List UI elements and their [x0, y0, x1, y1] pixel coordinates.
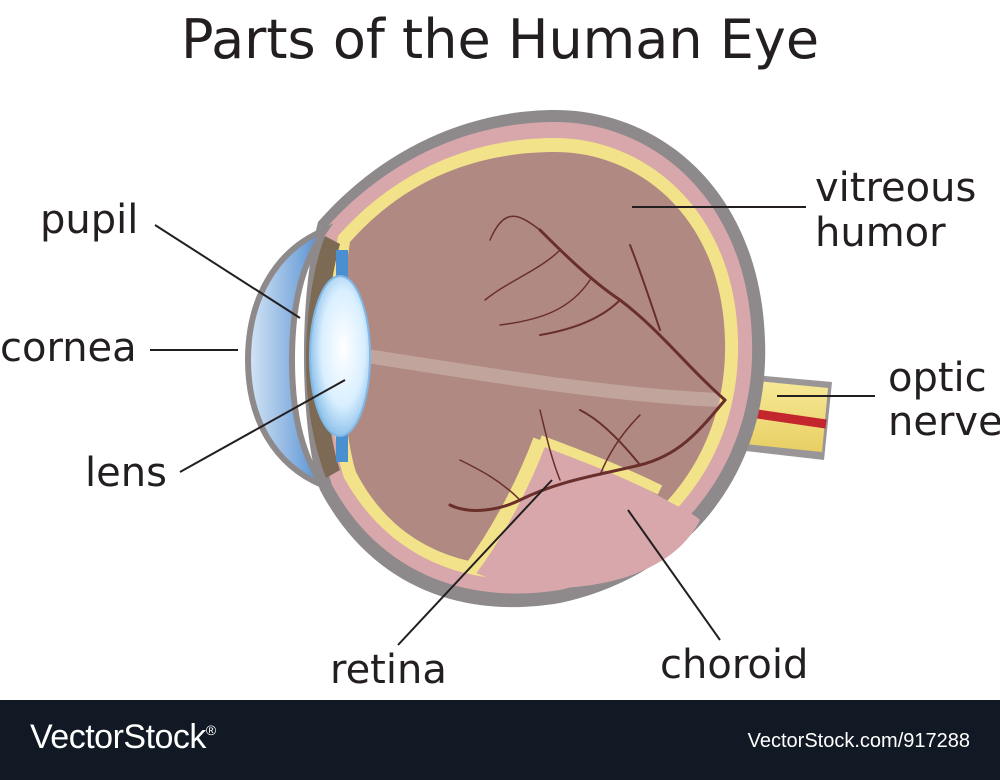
label-lens: lens [85, 450, 167, 496]
watermark-footer: VectorStock® VectorStock.com/917288 [0, 700, 1000, 780]
eye-diagram [150, 110, 875, 646]
label-nerve: nerve [888, 399, 1000, 445]
stock-id: VectorStock.com/917288 [747, 730, 970, 752]
retina-leader-line [397, 479, 553, 646]
trademark-symbol: ® [205, 722, 216, 738]
pupil-leader-line [154, 224, 301, 319]
label-choroid: choroid [660, 642, 809, 688]
label-humor: humor [815, 210, 946, 256]
label-cornea: cornea [0, 325, 137, 371]
page-title: Parts of the Human Eye [180, 8, 820, 71]
vectorstock-logo: VectorStock® [30, 718, 216, 757]
blood-vessels [448, 215, 727, 512]
label-optic: optic [888, 355, 987, 401]
lens-leader-line [179, 379, 346, 473]
choroid-leader-line [627, 509, 721, 641]
label-pupil: pupil [40, 197, 139, 243]
vitreous-humor-shape [342, 152, 726, 567]
cornea-shape [244, 223, 334, 492]
label-retina: retina [330, 647, 447, 693]
brand-name: VectorStock [30, 718, 206, 756]
lens-shape [309, 275, 371, 437]
label-vitreous: vitreous [815, 165, 977, 211]
